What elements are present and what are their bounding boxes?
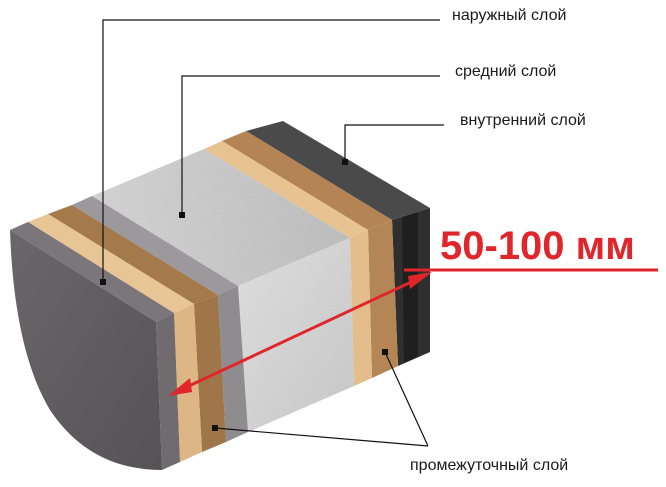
veneer-side-back-dark — [368, 220, 398, 378]
veneer-side-back-light — [350, 230, 372, 386]
leader-dots — [100, 159, 388, 431]
leader-lines — [102, 19, 444, 447]
leader-middle — [181, 75, 440, 215]
veneer-side-front-dark — [194, 295, 226, 452]
outer-layer-top — [10, 222, 174, 322]
thickness-dimension-line — [175, 274, 425, 394]
veneer-top-front-dark — [48, 205, 218, 304]
inner-layer-top — [246, 121, 430, 220]
leader-intermediate-a — [214, 427, 429, 447]
label-middle-layer: средний слой — [455, 63, 557, 80]
label-inner-layer: внутренний слой — [460, 112, 586, 129]
label-outer-layer: наружный слой — [452, 7, 567, 24]
leader-dot-outer — [100, 279, 106, 285]
leader-dot-intermediate-b — [382, 349, 388, 355]
leader-dot-intermediate-a — [212, 425, 218, 431]
thickness-dimension — [168, 268, 658, 396]
veneer-top-back-light — [204, 141, 368, 238]
outer-layer-side — [156, 313, 180, 470]
veneer-top-back — [222, 131, 392, 230]
arrowhead-left — [168, 378, 192, 396]
leader-inner — [344, 124, 444, 162]
leader-intermediate-b — [384, 351, 429, 447]
leader-dot-inner — [342, 159, 348, 165]
outer-layer-face — [10, 230, 162, 470]
veneer-top-front-light — [28, 214, 194, 313]
leader-dot-middle — [179, 212, 185, 218]
label-thickness: 50-100 мм — [440, 224, 635, 268]
leader-outer — [102, 19, 440, 282]
label-intermediate-layer: промежуточный слой — [410, 457, 569, 474]
arrowhead-right — [408, 272, 432, 289]
core-top-texture — [92, 149, 350, 286]
gray-layer-top — [72, 196, 238, 295]
